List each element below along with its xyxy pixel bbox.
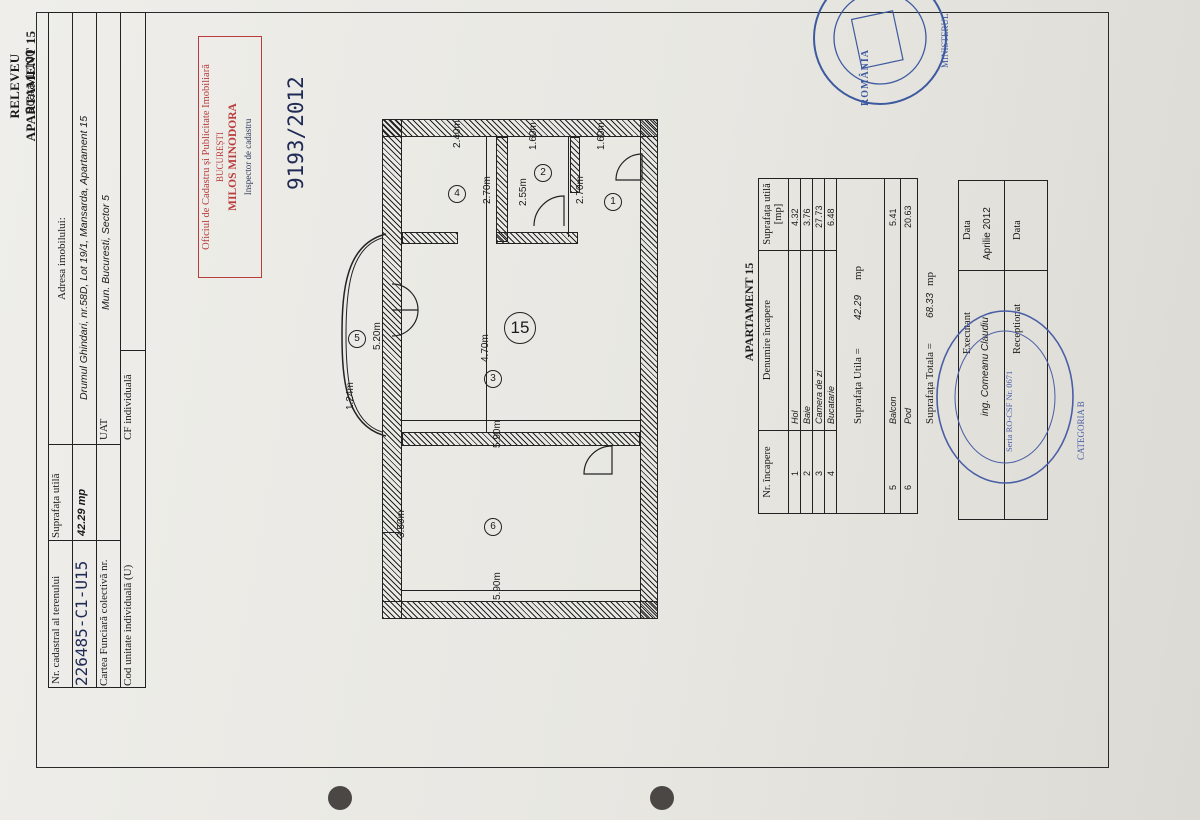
rooms-table-title: APARTAMENT 15 (742, 262, 756, 362)
dim-1-24: 1.24m (345, 382, 356, 410)
label-cf: CF individuală (122, 374, 134, 440)
punch-hole (328, 786, 352, 810)
value-area: 42.29 mp (76, 488, 88, 536)
dim-2-55: 2.55m (518, 178, 529, 206)
dim-5-90-pod: 5.90m (492, 572, 503, 600)
label-uat: UAT (98, 418, 110, 440)
room-number-3: 3 (484, 370, 502, 388)
oficiu-stamp: Oficiul de Cadastru și Publicitate Imobi… (198, 36, 262, 278)
dim-4-70: 4.70m (480, 334, 491, 362)
room-number-1: 1 (604, 193, 622, 211)
page-scale: Scara 1:100 (23, 49, 37, 115)
dim-1-60-a: 1.60m (528, 122, 539, 150)
round-stamp-text-2: MINISTERUL (940, 13, 950, 69)
dim-2-40: 2.40m (452, 120, 463, 148)
date-value-1: Aprilie 2012 (982, 207, 993, 260)
useful-area-value: 42.29 (853, 294, 864, 320)
room-number-2: 2 (534, 164, 552, 182)
room-number-6: 6 (484, 518, 502, 536)
dim-1-60-b: 1.60m (596, 122, 607, 150)
address-line-2: Mun. Bucuresti, Sector 5 (100, 195, 112, 310)
label-carte: Cartea Funciară colectivă nr. (98, 559, 110, 686)
address-line-1: Drumul Ghindari, nr.58D, Lot 19/1, Mansa… (78, 115, 90, 400)
dim-5-90-living: 5.90m (492, 420, 503, 448)
ministry-round-stamp (813, 0, 947, 105)
date-label-2: Data (1012, 220, 1023, 240)
useful-area-label: Suprafața Utila = (852, 348, 864, 424)
label-cod: Cod unitate individuală (U) (122, 564, 134, 686)
punch-hole (650, 786, 674, 810)
cert-stamp-category: CATEGORIA B (1076, 401, 1086, 460)
label-area: Suprafața utilă (50, 473, 62, 538)
dim-2-70-a: 2.70m (482, 176, 493, 204)
room-number-5: 5 (348, 330, 366, 348)
dim-5-20: 5.20m (372, 322, 383, 350)
certification-stamp (936, 310, 1074, 484)
room-number-4: 4 (448, 185, 466, 203)
round-stamp-text: ROMÂNIA (860, 49, 871, 106)
value-cadastral: 226485-C1-U15 (72, 560, 91, 686)
cert-stamp-series: Seria RO-CSF Nr. 0671 (1004, 370, 1014, 452)
apartment-number-15: 15 (504, 312, 536, 344)
dim-3-50: 3.50m (396, 510, 407, 538)
label-cadastral: Nr. cadastral al terenului (50, 575, 62, 684)
date-label-1: Data (962, 220, 973, 240)
handwritten-registration-number: 9193/2012 (284, 76, 308, 190)
label-address: Adresa imobilului: (56, 217, 68, 300)
drawing-frame (36, 12, 1109, 768)
dim-2-70-b: 2.70m (575, 176, 586, 204)
